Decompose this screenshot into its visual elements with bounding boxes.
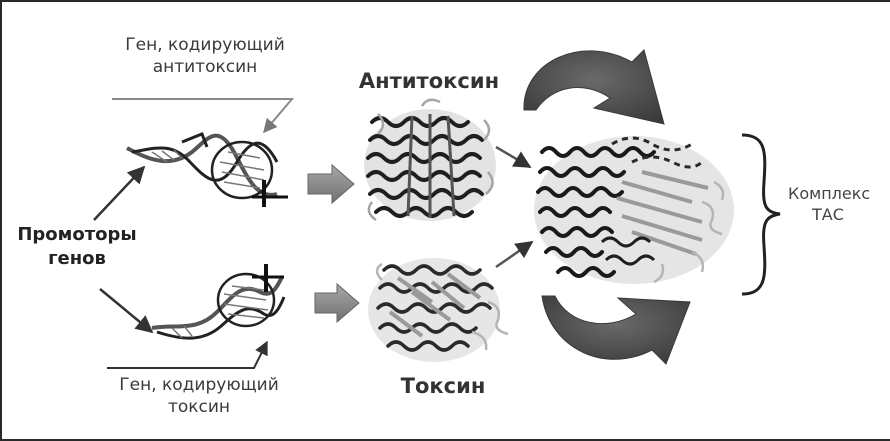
antitoxin-gene-pointer — [112, 99, 292, 132]
toxin-gene-label-line2: токсин — [94, 396, 304, 418]
complex-brace — [742, 135, 780, 294]
promoters-label: Промоторы генов — [8, 223, 146, 271]
complex-label: Комплекс ТАС — [788, 183, 890, 225]
antitoxin-gene-label-line2: антитоксин — [100, 56, 310, 78]
promoter-arrow-down — [100, 289, 152, 332]
antitoxin-protein — [364, 100, 496, 221]
curved-arrow-top — [524, 50, 664, 124]
dna-helix-bottom — [152, 264, 284, 338]
toxin-protein — [368, 258, 508, 362]
tac-complex — [534, 136, 734, 284]
promoters-label-line1: Промоторы — [8, 223, 146, 247]
block-arrow-bottom — [315, 284, 359, 322]
complex-label-line2: ТАС — [788, 204, 890, 225]
toxin-gene-label: Ген, кодирующий токсин — [94, 374, 304, 419]
promoter-arrow-up — [94, 167, 144, 220]
dna-helix-top — [127, 134, 288, 207]
antitoxin-to-complex-arrow — [496, 147, 530, 167]
block-arrow-top — [308, 165, 354, 203]
promoters-label-line2: генов — [8, 247, 146, 271]
antitoxin-gene-label-line1: Ген, кодирующий — [100, 34, 310, 56]
toxin-gene-pointer — [107, 342, 267, 368]
toxin-title: Токсин — [388, 373, 498, 401]
toxin-to-complex-arrow — [496, 242, 532, 267]
complex-label-line1: Комплекс — [788, 183, 890, 204]
antitoxin-gene-label: Ген, кодирующий антитоксин — [100, 34, 310, 79]
toxin-gene-label-line1: Ген, кодирующий — [94, 374, 304, 396]
antitoxin-title: Антитоксин — [354, 68, 504, 96]
curved-arrow-bottom — [542, 296, 690, 364]
